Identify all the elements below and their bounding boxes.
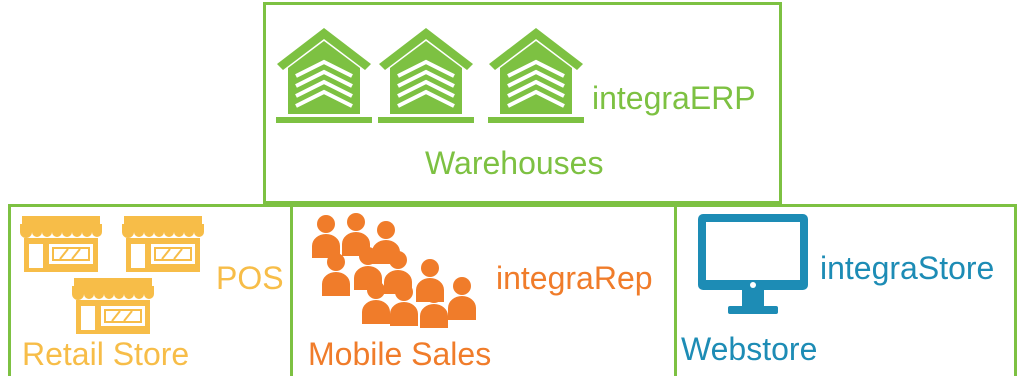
storefront-icon bbox=[72, 278, 154, 334]
mobile-sales-box bbox=[290, 204, 677, 376]
storefront-icon bbox=[122, 216, 204, 272]
integrastore-label: integraStore bbox=[820, 250, 995, 286]
integrarep-label: integraRep bbox=[496, 260, 653, 296]
pos-label: POS bbox=[216, 260, 284, 296]
warehouse-icon bbox=[276, 28, 372, 123]
webstore-label: Webstore bbox=[681, 331, 818, 367]
warehouses-box bbox=[263, 2, 782, 204]
storefront-icon bbox=[20, 216, 102, 272]
monitor-icon bbox=[698, 214, 808, 314]
warehouse-icon bbox=[378, 28, 474, 123]
warehouse-icon bbox=[488, 28, 584, 123]
people-group-icon bbox=[312, 213, 476, 328]
integraerp-label: integraERP bbox=[592, 80, 756, 116]
webstore-box bbox=[674, 204, 1017, 376]
mobile-sales-label: Mobile Sales bbox=[308, 336, 492, 372]
warehouses-label: Warehouses bbox=[425, 145, 604, 181]
retail-store-label: Retail Store bbox=[22, 336, 190, 372]
retail-store-box bbox=[8, 204, 293, 376]
